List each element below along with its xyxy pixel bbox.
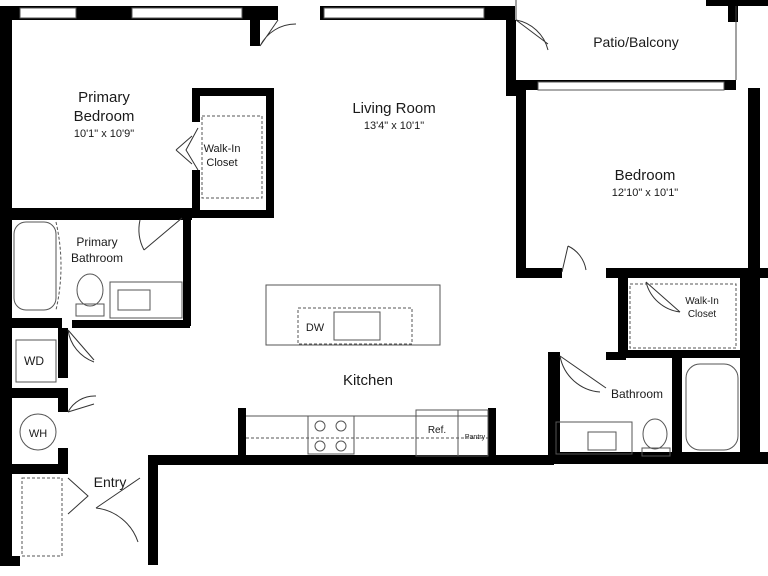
primary-bathroom-line2: Bathroom (71, 251, 123, 265)
walk-in-closet-1-line2: Closet (206, 157, 237, 169)
bathtub-1 (13, 221, 57, 311)
primary-bathroom-line1: Primary (76, 235, 117, 249)
toilet-2 (642, 418, 668, 450)
fixtures (13, 115, 739, 557)
doors (67, 19, 681, 543)
refrigerator-label: Ref. (428, 425, 446, 436)
water-heater-label: WH (29, 428, 47, 440)
walk-in-closet-2-line1: Walk-In (685, 296, 719, 307)
primary-bedroom-size: 10'1" x 10'9" (74, 128, 134, 140)
dishwasher-label: DW (306, 322, 325, 334)
washer-dryer (15, 339, 57, 383)
kitchen-name: Kitchen (343, 372, 393, 389)
washer-dryer-label: WD (24, 354, 44, 368)
water-heater (19, 413, 57, 451)
walk-in-closet-1-line1: Walk-In (204, 143, 241, 155)
living-room-size: 13'4" x 10'1" (364, 120, 424, 132)
patio-boundary (515, 0, 737, 80)
pantry-label: Pantry (465, 434, 486, 441)
labels: Primary Bedroom 10'1" x 10'9" Walk-In Cl… (24, 34, 719, 490)
windows (19, 7, 725, 91)
walk-in-closet-2-line2: Closet (688, 309, 717, 320)
toilet-1 (76, 273, 104, 307)
kitchen-island (265, 284, 441, 346)
entry-name: Entry (94, 474, 127, 490)
bathtub-2 (685, 363, 739, 451)
patio-name: Patio/Balcony (593, 34, 679, 50)
bathroom-name: Bathroom (611, 387, 663, 401)
bedroom-size: 12'10" x 10'1" (612, 187, 679, 199)
stove (307, 415, 355, 455)
primary-bedroom-name-2: Bedroom (74, 108, 135, 125)
bedroom-name: Bedroom (615, 167, 676, 184)
living-room-name: Living Room (352, 100, 435, 117)
primary-bedroom-name-1: Primary (78, 89, 130, 106)
